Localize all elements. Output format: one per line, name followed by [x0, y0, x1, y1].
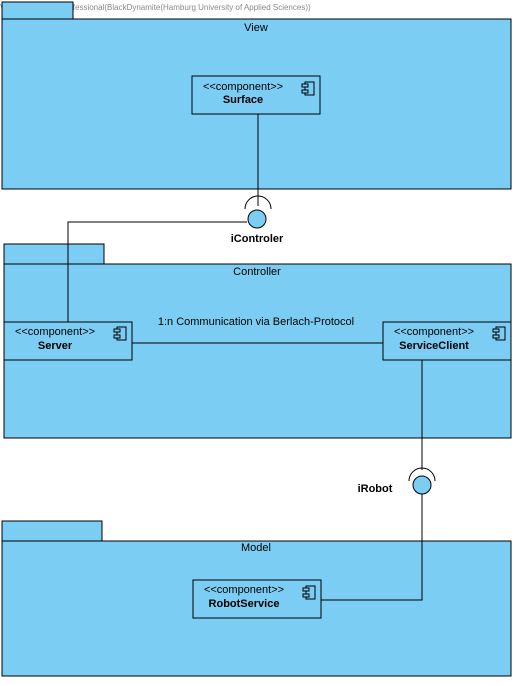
- package-controller-title: Controller: [233, 266, 281, 278]
- component-serviceclient-box: [382, 321, 512, 361]
- package-model-title: Model: [241, 542, 271, 554]
- component-robotservice-name: RobotService: [209, 598, 280, 610]
- irobot-ball: [412, 475, 432, 495]
- server-provides-connector: [67, 221, 247, 334]
- component-surface-box: [191, 75, 321, 115]
- icontroler-label: iControler: [231, 233, 284, 245]
- component-serviceclient-name: ServiceClient: [399, 340, 469, 352]
- component-surface-name: Surface: [223, 94, 263, 106]
- component-surface-stereotype: <<component>>: [203, 81, 283, 93]
- component-icon: [492, 326, 506, 341]
- component-server[interactable]: <<component>> Server: [3, 321, 133, 361]
- component-icon: [113, 326, 127, 341]
- component-serviceclient[interactable]: <<component>> ServiceClient: [382, 321, 512, 361]
- component-robotservice[interactable]: <<component>> RobotService: [192, 579, 322, 619]
- package-controller-tab: [3, 243, 105, 265]
- component-serviceclient-stereotype: <<component>>: [394, 326, 474, 338]
- component-surface[interactable]: <<component>> Surface: [191, 75, 321, 115]
- component-server-box: [3, 321, 133, 361]
- icontroler-ball: [247, 209, 267, 229]
- robotservice-provides-connector: [321, 494, 423, 601]
- association-label: 1:n Communication via Berlach-Protocol: [158, 316, 354, 328]
- package-model-tab: [1, 520, 103, 542]
- component-icon: [302, 585, 316, 600]
- component-server-stereotype: <<component>>: [15, 326, 95, 338]
- component-server-name: Server: [38, 340, 73, 352]
- watermark: Visual Paradigm Professional(BlackDynami…: [0, 3, 311, 12]
- package-view-title: View: [244, 22, 268, 34]
- package-view-tab: [1, 1, 74, 20]
- irobot-socket: [408, 467, 436, 482]
- component-icon: [301, 81, 315, 96]
- irobot-label: iRobot: [358, 483, 393, 495]
- icontroler-socket: [244, 195, 272, 210]
- component-robotservice-stereotype: <<component>>: [204, 584, 284, 596]
- component-robotservice-box: [192, 579, 322, 619]
